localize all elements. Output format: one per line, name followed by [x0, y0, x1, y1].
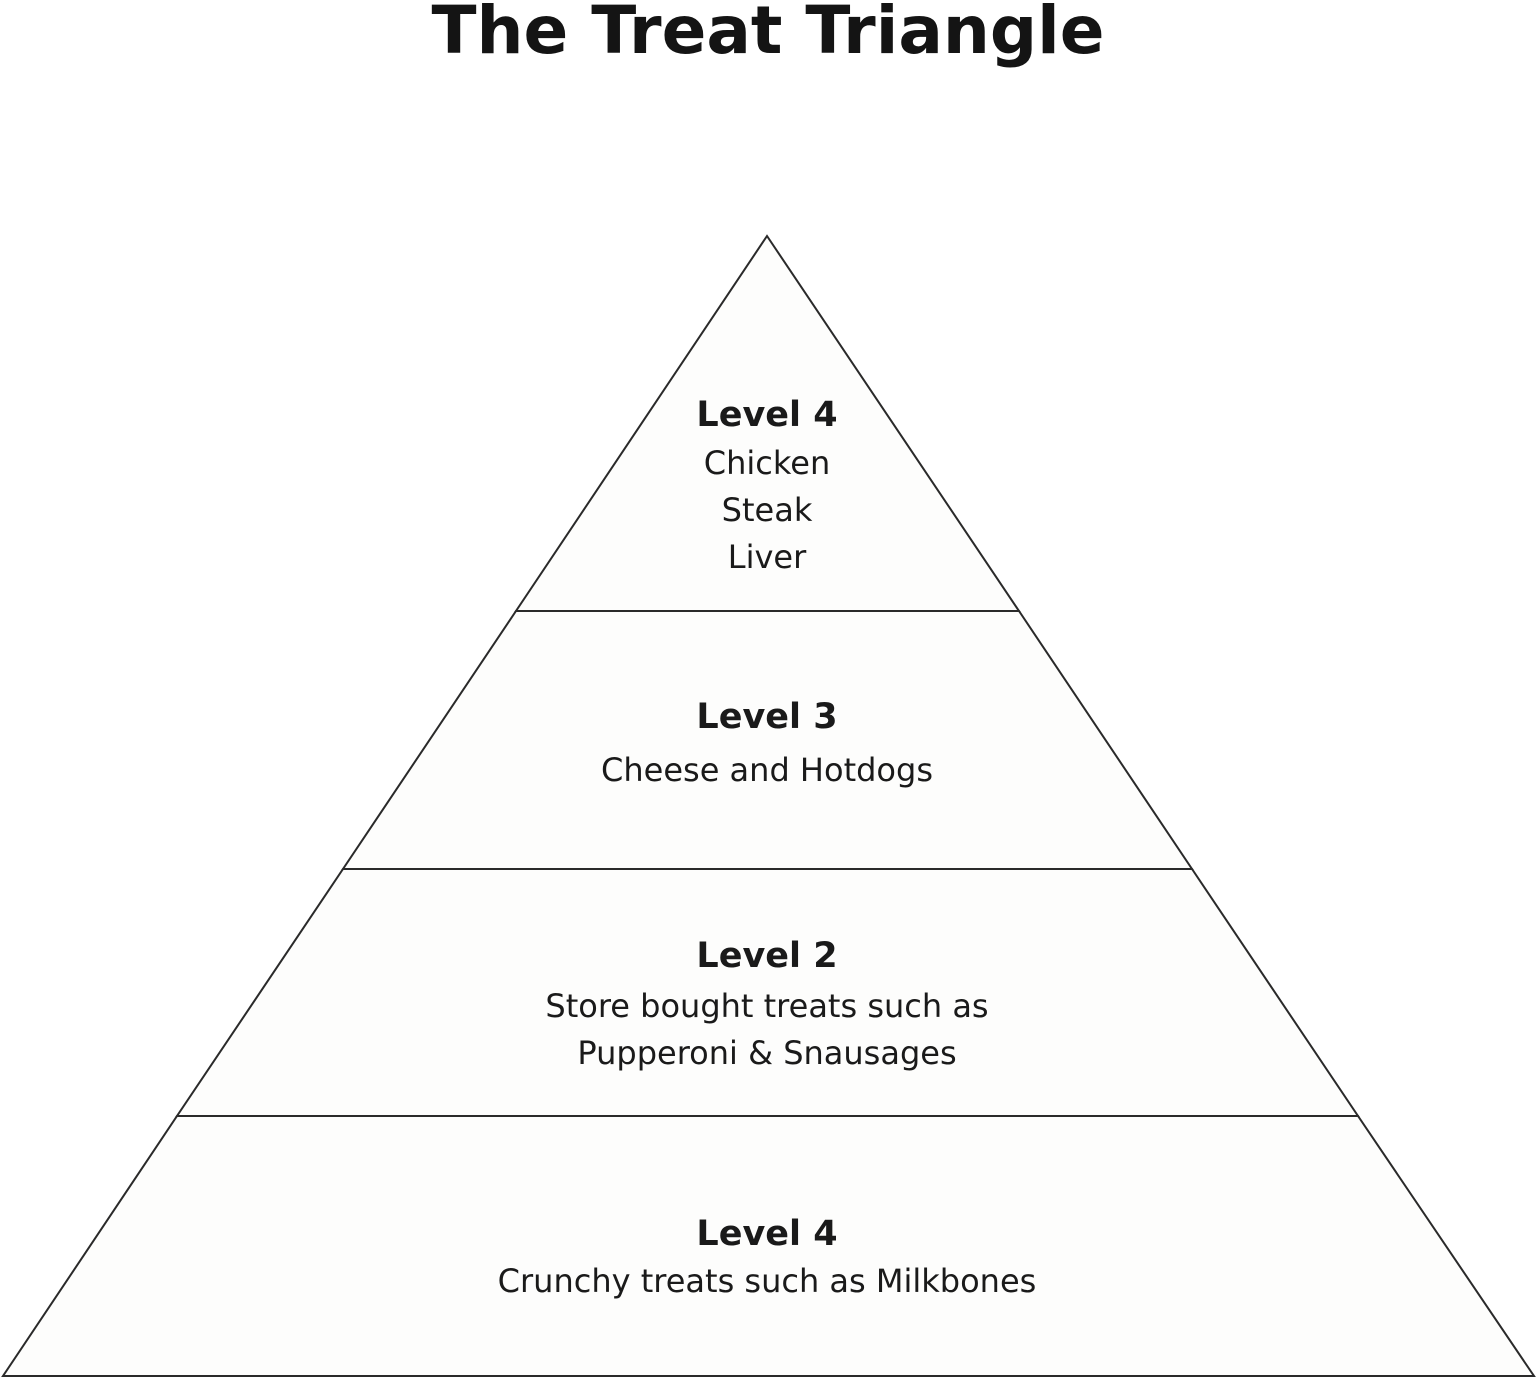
tier-upper-middle-shape [341, 610, 1194, 870]
tier-upper-middle-item: Cheese and Hotdogs [601, 751, 933, 789]
tier-top-item: Chicken [704, 444, 830, 482]
tier-top-heading: Level 4 [696, 395, 837, 435]
diagram-title: The Treat Triangle [431, 0, 1105, 69]
tier-lower-middle-item: Store bought treats such as [545, 987, 988, 1025]
tier-lower-middle-heading: Level 2 [696, 936, 837, 976]
tier-lower-middle-item: Pupperoni & Snausages [577, 1034, 956, 1072]
tier-top-item: Steak [722, 491, 813, 529]
tier-top-item: Liver [728, 538, 807, 576]
tier-bottom-item: Crunchy treats such as Milkbones [498, 1262, 1037, 1300]
tier-upper-middle-heading: Level 3 [696, 697, 837, 737]
tier-bottom-shape [1, 1115, 1536, 1377]
tier-bottom-heading: Level 4 [696, 1214, 837, 1254]
